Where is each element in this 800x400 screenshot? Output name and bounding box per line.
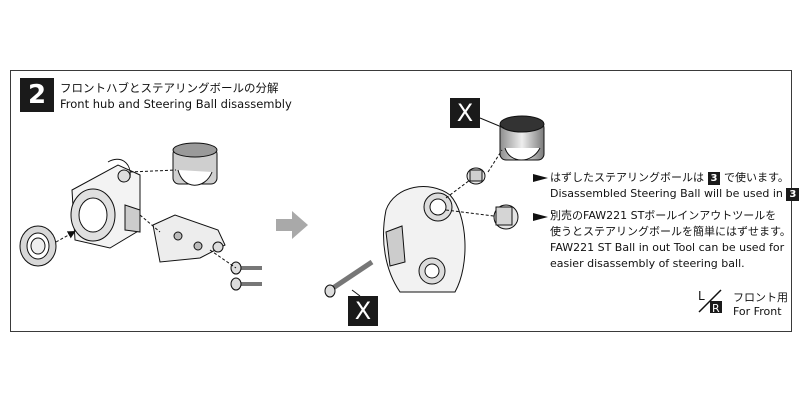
- left-right-marker-icon: L R: [698, 289, 722, 314]
- left-exploded-view: [19, 142, 262, 291]
- right-exploded-view: [324, 115, 545, 298]
- hub-carrier-part: [70, 158, 141, 249]
- note-ball-tool: 別売のFAW221 STボールインアウトツールを 使うとステアリングボールを簡単…: [550, 209, 791, 270]
- process-arrow: [276, 211, 308, 239]
- bearing-part: [19, 225, 57, 267]
- screw-parts: [230, 261, 262, 291]
- step-ref-badge: 3: [786, 188, 800, 201]
- long-screw-part: [324, 259, 374, 298]
- svg-text:L: L: [698, 289, 705, 303]
- x-badge-bottom: X: [348, 296, 378, 326]
- step-ref-badge: 3: [707, 172, 721, 185]
- step-frame: [10, 70, 792, 332]
- note-pointer-1: [533, 174, 548, 182]
- note-pointer-2: [533, 213, 548, 221]
- side-marker-jp: フロント用: [733, 291, 788, 304]
- svg-text:R: R: [712, 302, 720, 314]
- note-reuse-steering-ball: はずしたステアリングボールは 3 で使います。 Disassembled Ste…: [550, 170, 800, 218]
- knuckle-arm-part: [152, 214, 226, 263]
- step-number-badge: 2: [20, 78, 54, 112]
- steering-ball-small: [466, 167, 486, 185]
- steering-ball-cup-right-part: [499, 115, 545, 161]
- step-title-jp: フロントハブとステアリングボールの分解: [60, 81, 279, 95]
- step-title-en: Front hub and Steering Ball disassembly: [60, 97, 292, 111]
- steering-ball-large: [493, 204, 519, 230]
- x-badge-top: X: [450, 98, 480, 128]
- knuckle-body-part: [383, 186, 466, 293]
- steering-ball-cup-part: [172, 142, 218, 186]
- side-marker-en: For Front: [733, 305, 782, 318]
